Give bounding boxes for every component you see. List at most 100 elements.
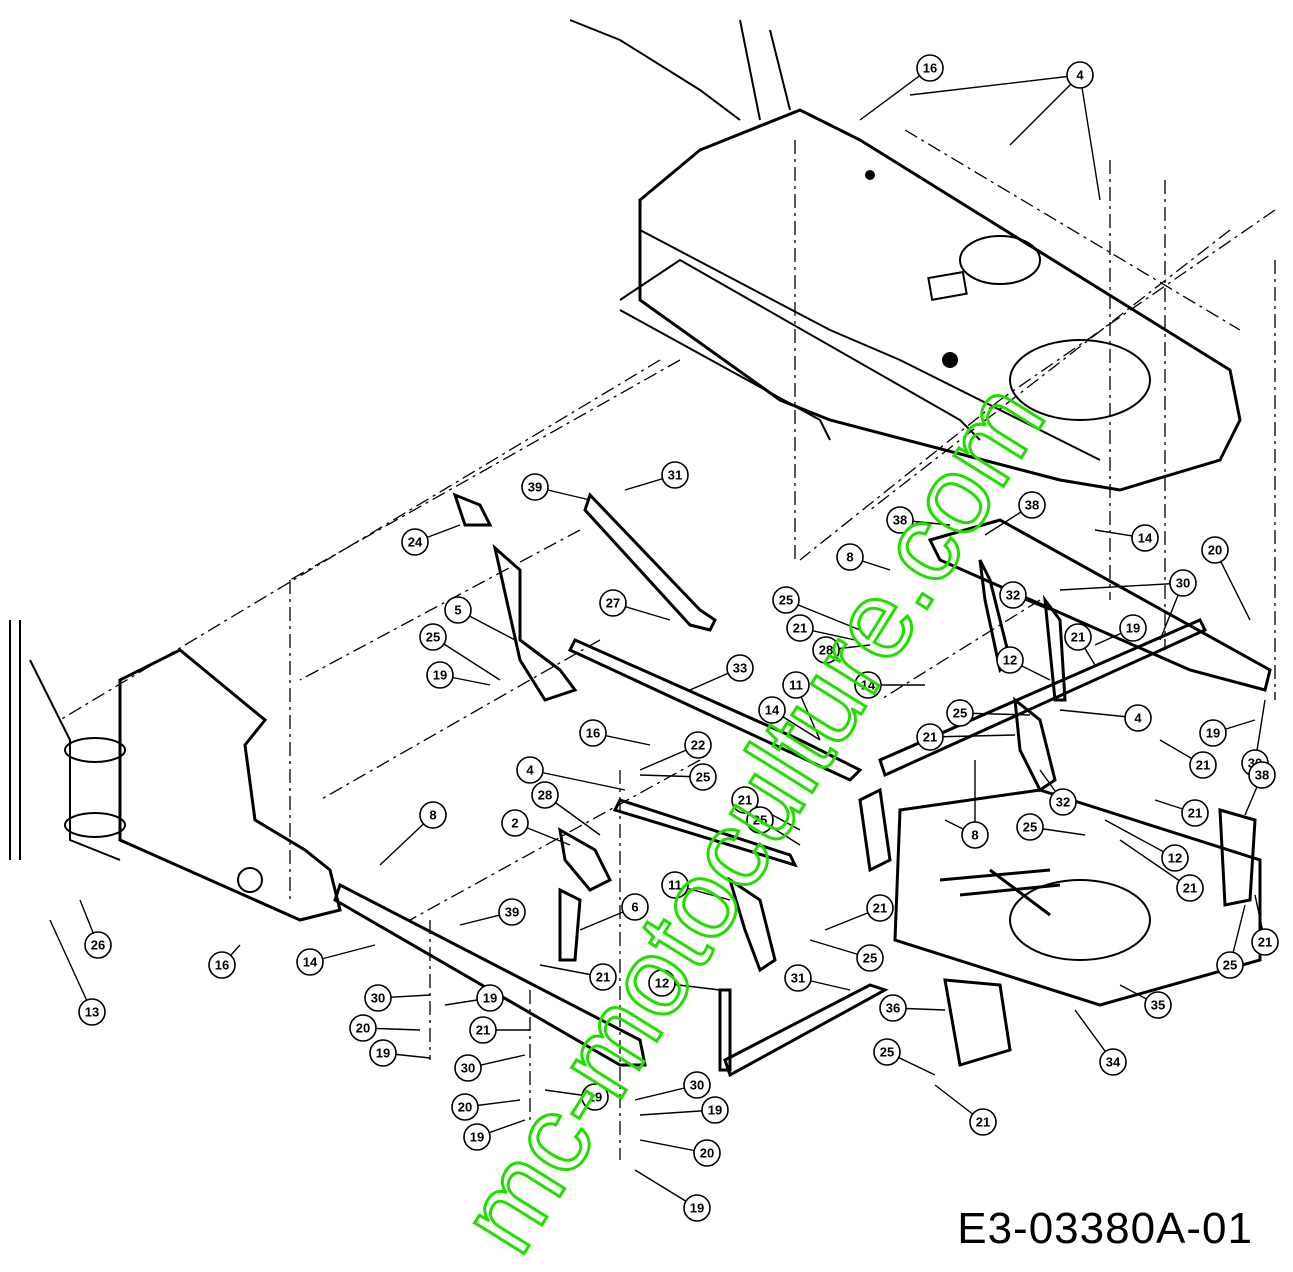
svg-text:4: 4 xyxy=(526,763,534,778)
svg-text:38: 38 xyxy=(893,513,907,528)
svg-text:5: 5 xyxy=(454,603,461,618)
svg-text:4: 4 xyxy=(1076,68,1084,83)
svg-text:12: 12 xyxy=(1003,653,1017,668)
left-side-bracket xyxy=(9,620,342,922)
callout-17f: 19 xyxy=(639,1096,729,1124)
callout-18a: 21 xyxy=(786,614,856,642)
callout-18g: 21 xyxy=(1119,839,1204,902)
svg-text:20: 20 xyxy=(356,1021,370,1036)
callout-20a: 20 xyxy=(349,1014,421,1042)
callout-13: 13 xyxy=(49,919,106,1026)
svg-text:16: 16 xyxy=(586,726,600,741)
callout-25b: 25 xyxy=(419,623,501,681)
svg-text:19: 19 xyxy=(483,991,497,1006)
svg-text:25: 25 xyxy=(863,951,877,966)
callout-28: 31 xyxy=(624,461,689,491)
svg-text:4: 4 xyxy=(1134,711,1142,726)
svg-text:21: 21 xyxy=(738,793,752,808)
svg-text:14: 14 xyxy=(1138,531,1153,546)
callout-20c: 20 xyxy=(639,1139,721,1167)
callout-32: 34 xyxy=(1074,1009,1127,1076)
callout-25e: 25 xyxy=(746,806,801,846)
svg-text:21: 21 xyxy=(873,901,887,916)
svg-text:25: 25 xyxy=(1223,958,1237,973)
svg-text:19: 19 xyxy=(690,1201,704,1216)
callout-18b: 21 xyxy=(1064,623,1096,666)
svg-text:20: 20 xyxy=(458,1100,472,1115)
callout-18j: 21 xyxy=(539,963,617,991)
callout-18d: 21 xyxy=(1159,739,1217,779)
callout-5: 5 xyxy=(444,596,516,641)
callout-14b: 14 xyxy=(296,944,376,976)
svg-text:21: 21 xyxy=(793,621,807,636)
callout-24: 27 xyxy=(599,589,671,621)
svg-text:28: 28 xyxy=(819,643,833,658)
svg-text:31: 31 xyxy=(668,468,682,483)
svg-text:16: 16 xyxy=(923,61,937,76)
svg-text:38: 38 xyxy=(1025,498,1039,513)
svg-text:12: 12 xyxy=(1168,851,1182,866)
callout-36: 38 xyxy=(1244,761,1276,816)
callout-9: 4 xyxy=(909,61,1101,201)
svg-text:36: 36 xyxy=(886,1001,900,1016)
svg-text:38: 38 xyxy=(1255,768,1269,783)
callout-8: 8 xyxy=(944,760,989,849)
svg-text:31: 31 xyxy=(791,971,805,986)
callout-25i: 25 xyxy=(873,1038,936,1076)
svg-text:21: 21 xyxy=(1071,630,1085,645)
svg-text:39: 39 xyxy=(528,480,542,495)
svg-text:20: 20 xyxy=(700,1146,714,1161)
callout-16c: 16 xyxy=(208,944,241,979)
document-code: E3-03380A-01 xyxy=(957,1204,1253,1253)
callout-12a: 12 xyxy=(996,646,1051,681)
svg-text:13: 13 xyxy=(85,1005,99,1020)
svg-text:21: 21 xyxy=(1188,806,1202,821)
callout-18f: 21 xyxy=(1154,799,1209,827)
svg-text:16: 16 xyxy=(215,958,229,973)
callout-17g: 19 xyxy=(463,1119,526,1151)
callout-17h: 19 xyxy=(634,1169,711,1222)
callout-4b: 4 xyxy=(516,756,626,791)
callout-27a: 30 xyxy=(1059,569,1197,641)
svg-text:21: 21 xyxy=(476,1023,490,1038)
callout-15a: 14 xyxy=(854,671,925,699)
callout-15b: 14 xyxy=(758,696,821,741)
alignment-lines xyxy=(59,129,1276,1160)
svg-text:30: 30 xyxy=(1176,576,1190,591)
callout-11a: 11 xyxy=(782,671,821,741)
callout-25a: 25 xyxy=(772,586,861,631)
callout-37a: 38 xyxy=(886,506,951,534)
svg-text:11: 11 xyxy=(789,678,803,693)
svg-text:22: 22 xyxy=(691,738,705,753)
svg-text:19: 19 xyxy=(1206,726,1220,741)
callout-16b: 16 xyxy=(579,719,651,747)
svg-text:2: 2 xyxy=(511,816,518,831)
svg-text:19: 19 xyxy=(1126,621,1140,636)
callout-22: 22 xyxy=(639,731,712,771)
linkage-parts xyxy=(333,492,1272,1078)
callout-4a: 4 xyxy=(1059,704,1152,732)
callout-14a: 14 xyxy=(1094,524,1159,552)
svg-text:14: 14 xyxy=(861,678,876,693)
callout-18h: 21 xyxy=(824,894,894,931)
svg-text:14: 14 xyxy=(303,955,318,970)
svg-text:11: 11 xyxy=(668,878,682,893)
svg-text:30: 30 xyxy=(371,991,385,1006)
callout-20b: 20 xyxy=(451,1093,521,1121)
svg-text:21: 21 xyxy=(976,1115,990,1130)
svg-text:21: 21 xyxy=(1196,758,1210,773)
svg-text:25: 25 xyxy=(779,593,793,608)
callout-11b: 11 xyxy=(661,871,731,901)
svg-text:12: 12 xyxy=(655,976,669,991)
callout-27e: 30 xyxy=(634,1071,711,1101)
svg-text:19: 19 xyxy=(376,1046,390,1061)
svg-text:30: 30 xyxy=(690,1078,704,1093)
callout-29b: 28 xyxy=(531,781,601,836)
callout-12c: 12 xyxy=(648,969,721,997)
svg-text:25: 25 xyxy=(753,813,767,828)
callout-21b: 21 xyxy=(469,1016,530,1044)
svg-text:8: 8 xyxy=(429,808,436,823)
callout-23: 24 xyxy=(401,524,461,556)
svg-text:35: 35 xyxy=(1151,998,1165,1013)
